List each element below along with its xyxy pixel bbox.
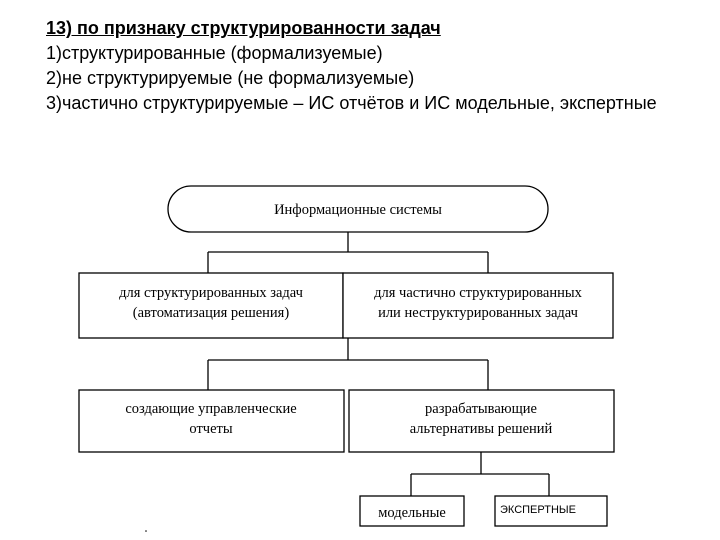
semistructured-tasks-label-1: для частично структурированных [374,285,582,301]
report-systems-label-1: создающие управленческие [125,401,296,417]
report-systems-box [78,389,345,453]
structured-tasks-box [78,272,344,339]
model-systems-label: модельные [378,505,446,521]
text-block: 13) по признаку структурированности зада… [46,16,706,116]
root-node-label: Информационные системы [274,202,442,218]
alternatives-systems-label-1: разрабатывающие [425,401,537,417]
model-systems-box [359,495,465,527]
structured-tasks-label-1: для структурированных задач [119,285,303,301]
expert-systems-box [494,495,608,527]
alternatives-systems-box [348,389,615,453]
semistructured-tasks-label-2: или неструктурированных задач [378,305,578,321]
stray-dot [145,530,147,532]
structured-tasks-label-2: (автоматизация решения) [133,305,290,321]
list-item-3: 3)частично структурируемые – ИС отчётов … [46,93,657,113]
section-heading: 13) по признаку структурированности зада… [46,18,441,38]
report-systems-label-2: отчеты [189,421,232,437]
list-item-2: 2)не структурируемые (не формализуемые) [46,68,415,88]
alternatives-systems-label-2: альтернативы решений [410,421,553,437]
list-item-1: 1)структурированные (формализуемые) [46,43,383,63]
expert-systems-label: ЭКСПЕРТНЫЕ [500,504,576,516]
root-node-box [167,185,549,233]
semistructured-tasks-box [342,272,614,339]
